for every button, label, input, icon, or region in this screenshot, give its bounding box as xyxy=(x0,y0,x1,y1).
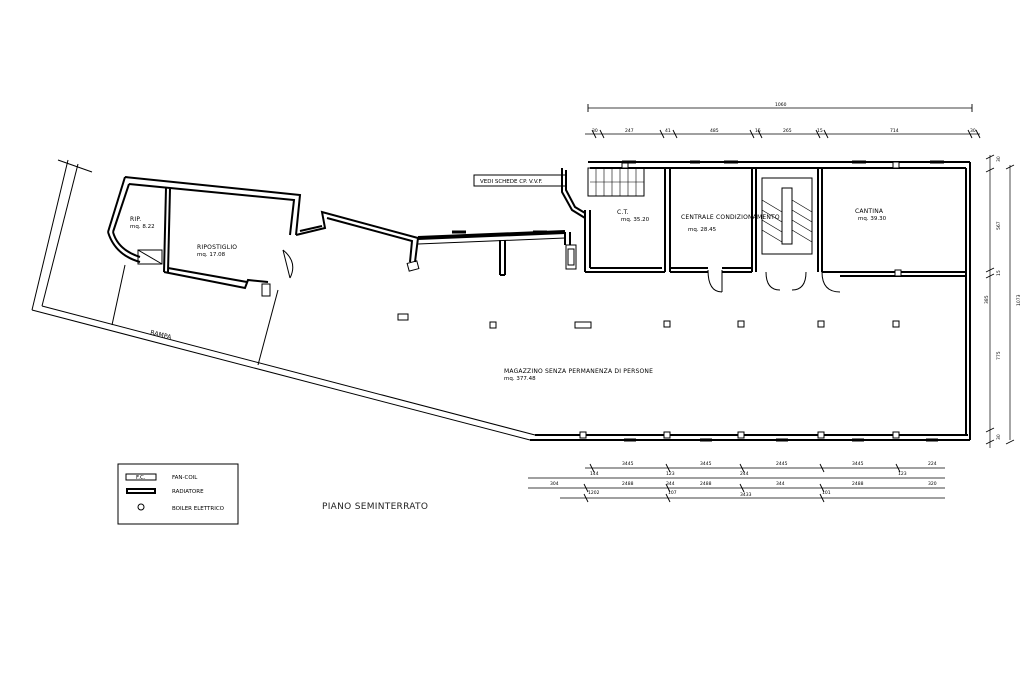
bottom-dimensions xyxy=(528,463,945,503)
dim-bottom2-6: 320 xyxy=(928,481,937,487)
dim-top-7: 714 xyxy=(890,128,899,134)
dim-bottom-small-2: 101 xyxy=(822,490,831,496)
dim-top-1: 247 xyxy=(625,128,634,134)
dim-bottom-small-1: 107 xyxy=(668,490,677,496)
dim-right-1: 567 xyxy=(996,221,1002,230)
dim-bottom1-2: 123 xyxy=(666,471,675,477)
vvf-note: VEDI SCHEDE CP. V.V.F. xyxy=(480,179,543,185)
room-label-magazzino: MAGAZZINO SENZA PERMANENZA DI PERSONE xyxy=(504,368,653,375)
dim-right-0: 30 xyxy=(996,156,1002,162)
top-dimensions xyxy=(585,104,981,139)
room-area-cantina: mq. 39.30 xyxy=(858,216,887,222)
room-area-ct: mq. 35.20 xyxy=(621,217,650,223)
legend-label-boiler: BOILER ELETTRICO xyxy=(172,506,225,512)
dim-top-5: 265 xyxy=(783,128,792,134)
dim-top-8: 30 xyxy=(970,128,976,134)
room-label-centrale: CENTRALE CONDIZIONAMENTO xyxy=(681,214,780,221)
dim-top-3: 485 xyxy=(710,128,719,134)
dim-top-4: 15 xyxy=(755,128,761,134)
dim-bottom-total: 3433 xyxy=(740,492,752,498)
dim-right-total: 1073 xyxy=(1016,294,1022,306)
dim-bottom1-7: 3445 xyxy=(852,461,864,467)
dim-bottom1-0: 144 xyxy=(590,471,599,477)
dim-top-chain: 30 247 41 485 15 265 15 714 30 xyxy=(592,128,976,134)
room-area-magazzino: mq. 377.48 xyxy=(504,376,536,382)
legend-code-fancoil: F.C. xyxy=(136,475,146,481)
radiators xyxy=(452,160,944,442)
outer-boundary xyxy=(31,159,971,441)
drawing-title: PIANO SEMINTERRATO xyxy=(322,502,428,512)
dim-right-4: 775 xyxy=(996,351,1002,360)
mid-walls xyxy=(295,210,577,276)
dim-bottom1-4: 2445 xyxy=(776,461,788,467)
room-label-centrale-line: CENTRALE CONDIZIONAMENTO xyxy=(681,214,780,221)
room-area-ripostiglio: mq. 17.08 xyxy=(197,252,226,258)
right-block-walls xyxy=(561,167,966,293)
legend-label-fancoil: FAN-COIL xyxy=(172,475,198,481)
room-label-cantina: CANTINA xyxy=(855,208,884,215)
dim-bottom1-8: 224 xyxy=(928,461,937,467)
dim-right-5: 30 xyxy=(996,434,1002,440)
room-label-rip: RIP. xyxy=(130,216,141,223)
dim-bottom1-6: 123 xyxy=(898,471,907,477)
dim-bottom2-1: 2488 xyxy=(622,481,634,487)
room-area-rip: mq. 8.22 xyxy=(130,224,155,230)
room-label-ripostiglio: RIPOSTIGLIO xyxy=(197,244,237,251)
dim-top-2: 41 xyxy=(665,128,671,134)
pillars xyxy=(397,161,902,439)
room-area-centrale: mq. 28.45 xyxy=(688,227,717,233)
dim-top-0: 30 xyxy=(592,128,598,134)
dim-bottom1-3: 3445 xyxy=(700,461,712,467)
room-label-rampa: RAMPA xyxy=(150,329,173,341)
dim-bottom-chain: 144 3445 123 3445 2445 244 123 3445 224 … xyxy=(550,461,937,498)
dim-bottom2-2: 344 xyxy=(666,481,675,487)
left-block-walls xyxy=(107,176,302,366)
room-label-ct: C.T. xyxy=(617,209,629,216)
dim-bottom1-1: 3445 xyxy=(622,461,634,467)
dim-top-total: 1060 xyxy=(775,102,787,108)
dim-bottom-small-0: 1202 xyxy=(588,490,600,496)
legend-box xyxy=(117,463,239,525)
dim-right-2: 15 xyxy=(996,270,1002,276)
right-dimensions xyxy=(985,154,1015,448)
dim-bottom2-0: 304 xyxy=(550,481,559,487)
dim-right-3: 385 xyxy=(984,295,990,304)
dim-top-6: 15 xyxy=(817,128,823,134)
dim-bottom1-5: 244 xyxy=(740,471,749,477)
legend-label-radiator: RADIATORE xyxy=(172,489,204,495)
dim-right-chain: 30 567 15 385 775 30 1073 xyxy=(984,156,1022,440)
dim-bottom2-3: 2488 xyxy=(700,481,712,487)
dim-bottom2-5: 2488 xyxy=(852,481,864,487)
dim-bottom2-4: 344 xyxy=(776,481,785,487)
